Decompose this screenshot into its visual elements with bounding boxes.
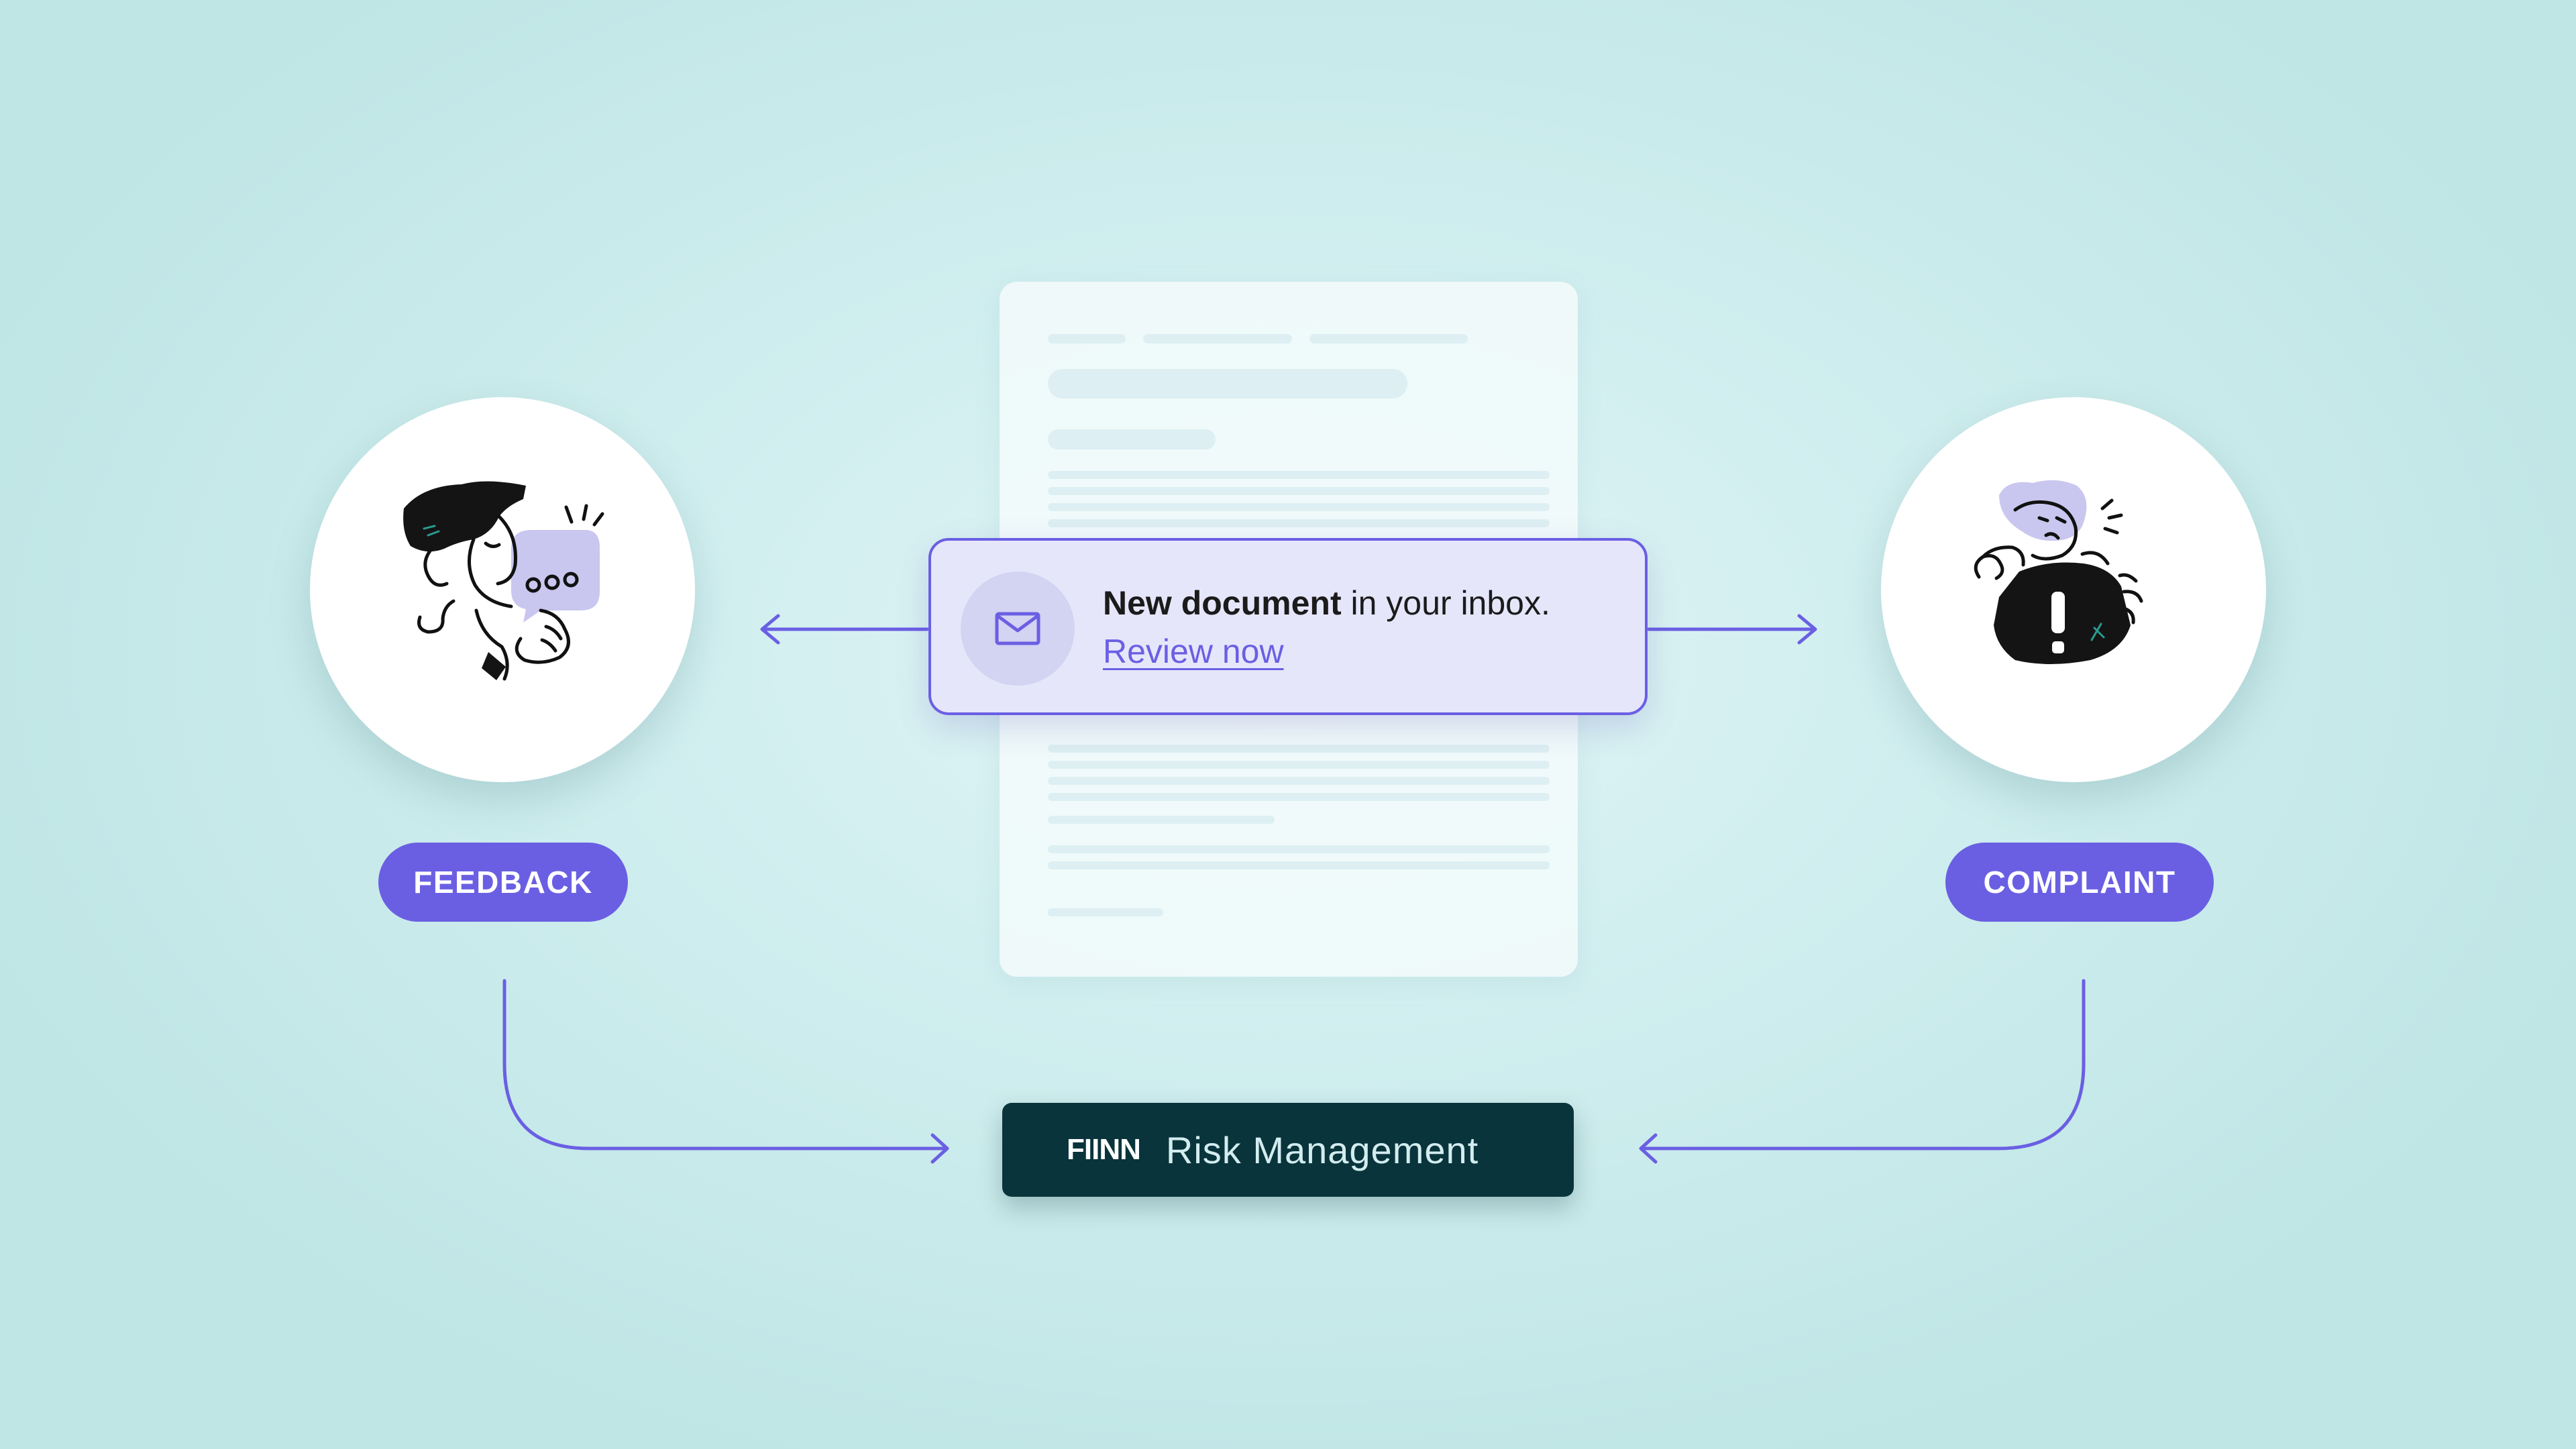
skeleton-line (1309, 334, 1468, 343)
review-now-link[interactable]: Review now (1103, 633, 1284, 670)
mail-icon (961, 572, 1075, 686)
skeleton-line (1048, 471, 1550, 479)
skeleton-line (1048, 861, 1550, 869)
skeleton-line (1143, 334, 1292, 343)
skeleton-subheading (1048, 429, 1216, 449)
complaint-pill: COMPLAINT (1945, 843, 2214, 922)
skeleton-line (1048, 777, 1550, 785)
notification-message: New document in your inbox. (1103, 584, 1550, 623)
skeleton-line (1048, 487, 1550, 495)
arrow-feedback-to-risk (502, 979, 949, 1164)
arrow-to-complaint (1647, 614, 1817, 645)
arrow-complaint-to-risk (1639, 979, 2086, 1164)
notification-card[interactable]: New document in your inbox. Review now (928, 538, 1648, 715)
skeleton-line (1048, 745, 1550, 753)
skeleton-line (1048, 845, 1550, 853)
skeleton-line (1048, 793, 1550, 801)
arrow-to-feedback (760, 614, 929, 645)
skeleton-line (1048, 908, 1163, 916)
skeleton-line (1048, 761, 1550, 769)
skeleton-line (1048, 503, 1550, 511)
complaint-illustration (1974, 480, 2143, 664)
skeleton-line (1048, 816, 1275, 824)
feedback-circle (310, 397, 695, 782)
feedback-pill: FEEDBACK (378, 843, 628, 922)
skeleton-line (1048, 334, 1126, 343)
skeleton-heading (1048, 369, 1407, 398)
complaint-circle (1881, 397, 2266, 782)
risk-management-box: FIINN Risk Management (1002, 1103, 1574, 1197)
risk-management-title: Risk Management (1165, 1128, 1479, 1171)
notification-title-bold: New document (1103, 584, 1342, 622)
feedback-illustration (403, 481, 604, 681)
skeleton-line (1048, 519, 1550, 527)
notification-title-rest: in your inbox. (1341, 584, 1550, 622)
brand-logo: FIINN (1067, 1133, 1141, 1166)
